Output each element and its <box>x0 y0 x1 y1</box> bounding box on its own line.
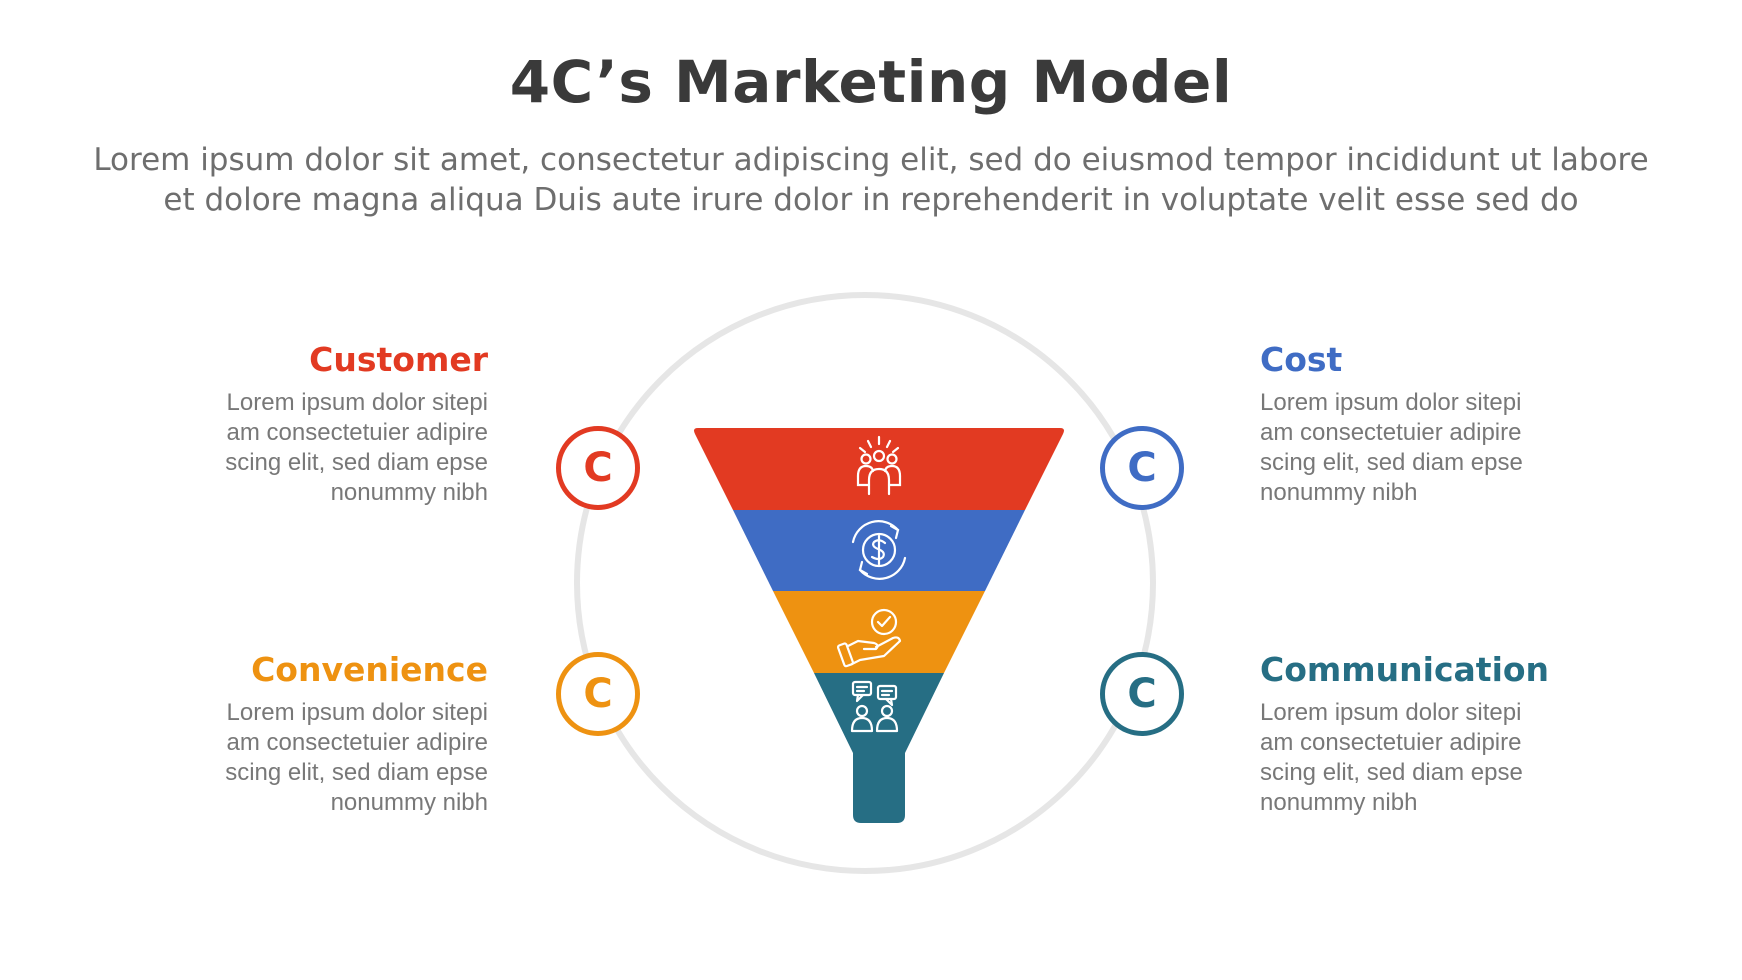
communication-heading: Communication <box>1260 650 1550 689</box>
communication-block: Communication Lorem ipsum dolor sitepi a… <box>1260 650 1600 818</box>
communication-c-badge: C <box>1100 652 1184 736</box>
hand-check-icon <box>836 608 902 668</box>
communication-description: Lorem ipsum dolor sitepi am consectetuie… <box>1260 698 1600 818</box>
description-line: am consectetuier adipire <box>1260 419 1522 446</box>
customer-block: Customer Lorem ipsum dolor sitepi am con… <box>198 340 488 508</box>
description-line: scing elit, sed diam epse <box>1260 449 1523 476</box>
description-line: am consectetuier adipire <box>1260 729 1522 756</box>
cost-heading: Cost <box>1260 340 1343 379</box>
cost-description: Lorem ipsum dolor sitepi am consectetuie… <box>1260 388 1550 508</box>
chat-people-icon <box>850 680 899 733</box>
cost-block: Cost Lorem ipsum dolor sitepi am consect… <box>1260 340 1550 508</box>
subtitle-line: et dolore magna aliqua Duis aute irure d… <box>163 182 1579 218</box>
team-icon <box>856 435 902 496</box>
description-line: scing elit, sed diam epse <box>225 759 488 786</box>
convenience-block: Convenience Lorem ipsum dolor sitepi am … <box>198 650 488 818</box>
subtitle-line: Lorem ipsum dolor sit amet, consectetur … <box>93 142 1649 178</box>
background-ring <box>574 292 1156 874</box>
customer-heading: Customer <box>309 340 488 379</box>
description-line: Lorem ipsum dolor sitepi <box>226 699 488 726</box>
customer-c-badge: C <box>556 426 640 510</box>
money-cycle-icon <box>851 520 907 580</box>
description-line: am consectetuier adipire <box>226 419 488 446</box>
description-line: scing elit, sed diam epse <box>1260 759 1523 786</box>
description-line: nonummy nibh <box>330 479 488 506</box>
description-line: scing elit, sed diam epse <box>225 449 488 476</box>
description-line: Lorem ipsum dolor sitepi <box>226 389 488 416</box>
description-line: nonummy nibh <box>330 789 488 816</box>
description-line: am consectetuier adipire <box>226 729 488 756</box>
description-line: nonummy nibh <box>1260 789 1418 816</box>
convenience-description: Lorem ipsum dolor sitepi am consectetuie… <box>198 698 488 818</box>
customer-description: Lorem ipsum dolor sitepi am consectetuie… <box>198 388 488 508</box>
page-subtitle: Lorem ipsum dolor sit amet, consectetur … <box>40 140 1702 220</box>
description-line: Lorem ipsum dolor sitepi <box>1260 389 1522 416</box>
cost-c-badge: C <box>1100 426 1184 510</box>
description-line: Lorem ipsum dolor sitepi <box>1260 699 1522 726</box>
funnel-segment-communication <box>814 673 944 823</box>
page-title: 4C’s Marketing Model <box>509 48 1233 116</box>
description-line: nonummy nibh <box>1260 479 1418 506</box>
convenience-c-badge: C <box>556 652 640 736</box>
convenience-heading: Convenience <box>251 650 488 689</box>
